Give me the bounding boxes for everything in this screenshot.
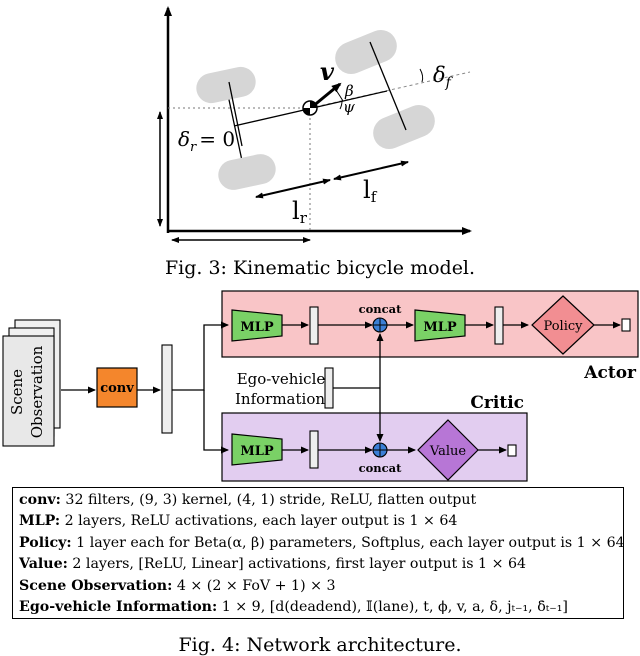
lr-label: lr bbox=[292, 197, 308, 227]
actor-title: Actor bbox=[583, 363, 637, 383]
figure4-caption: Fig. 4: Network architecture. bbox=[178, 634, 462, 656]
flatten-vector bbox=[161, 344, 173, 434]
legend-row-mlp: MLP: 2 layers, ReLU activations, each la… bbox=[19, 513, 458, 530]
actor-concat-label: concat bbox=[359, 302, 402, 316]
critic-vector-1 bbox=[309, 430, 319, 469]
scene-label-line1: Scene bbox=[8, 369, 26, 415]
actor-mlp2-block bbox=[414, 309, 466, 342]
lf-label: lf bbox=[363, 176, 378, 206]
rear-right-wheel bbox=[218, 154, 276, 190]
actor-mlp2-label: MLP bbox=[423, 320, 457, 335]
conv-block bbox=[96, 367, 138, 408]
ego-vector bbox=[324, 367, 334, 409]
delta-f-label: δf bbox=[433, 63, 454, 91]
critic-mlp-label: MLP bbox=[240, 444, 274, 459]
actor-vector-1 bbox=[309, 306, 319, 345]
value-block bbox=[417, 419, 479, 481]
branch-to-critic bbox=[203, 390, 229, 454]
front-right-wheel bbox=[373, 105, 435, 149]
psi-label: ψ bbox=[343, 98, 355, 116]
legend-row-policy: Policy: 1 layer each for Beta(α, β) para… bbox=[19, 534, 625, 551]
ego-label-line1: Ego-vehicle bbox=[237, 370, 326, 388]
beta-label: β bbox=[344, 82, 354, 100]
actor-concat-icon bbox=[372, 317, 388, 333]
value-output bbox=[507, 444, 517, 457]
delta-f-arc bbox=[419, 68, 424, 83]
actor-mlp1-block bbox=[231, 309, 283, 342]
lf-arrow bbox=[333, 160, 409, 181]
center-of-mass-icon bbox=[302, 100, 318, 116]
bicycle-model-diagram: v β ψ δf δr= 0 lr lf bbox=[157, 6, 472, 243]
legend-row-scene: Scene Observation: 4 × (2 × FoV + 1) × 3 bbox=[19, 577, 336, 594]
policy-label: Policy bbox=[544, 319, 584, 334]
beta-arc bbox=[335, 89, 344, 102]
conv-label: conv bbox=[100, 381, 134, 396]
architecture-legend: conv: 32 filters, (9, 3) kernel, (4, 1) … bbox=[12, 487, 625, 619]
critic-concat-icon bbox=[372, 442, 388, 458]
policy-output bbox=[621, 318, 631, 332]
actor-vector-2 bbox=[494, 306, 504, 345]
velocity-label: v bbox=[320, 57, 335, 86]
critic-title: Critic bbox=[470, 393, 524, 413]
policy-block bbox=[531, 295, 595, 355]
lr-arrow bbox=[255, 178, 331, 199]
ego-label-line2: Information bbox=[235, 390, 325, 408]
legend-row-value: Value: 2 layers, [ReLU, Linear] activati… bbox=[19, 556, 527, 573]
delta-r-label: δr= 0 bbox=[178, 127, 235, 155]
critic-mlp-block bbox=[231, 433, 283, 466]
legend-row-conv: conv: 32 filters, (9, 3) kernel, (4, 1) … bbox=[19, 492, 477, 508]
network-architecture-diagram: Scene Observation conv MLP concat MLP Po… bbox=[2, 290, 639, 482]
branch-to-actor bbox=[172, 321, 229, 391]
scene-label-line2: Observation bbox=[28, 345, 46, 438]
rear-left-wheel bbox=[196, 66, 256, 104]
critic-concat-label: concat bbox=[359, 461, 402, 475]
velocity-arrow bbox=[311, 82, 342, 109]
rear-axle-over bbox=[228, 81, 243, 147]
value-label: Value bbox=[429, 444, 466, 459]
legend-row-ego: Ego-vehicle Information: 1 × 9, [d(deade… bbox=[19, 599, 568, 616]
front-axle bbox=[369, 41, 407, 131]
scene-layer-front bbox=[2, 335, 55, 447]
figure3-caption: Fig. 3: Kinematic bicycle model. bbox=[164, 257, 476, 279]
psi-arc bbox=[339, 100, 343, 110]
front-left-wheel bbox=[335, 30, 397, 74]
actor-mlp1-label: MLP bbox=[240, 320, 274, 335]
